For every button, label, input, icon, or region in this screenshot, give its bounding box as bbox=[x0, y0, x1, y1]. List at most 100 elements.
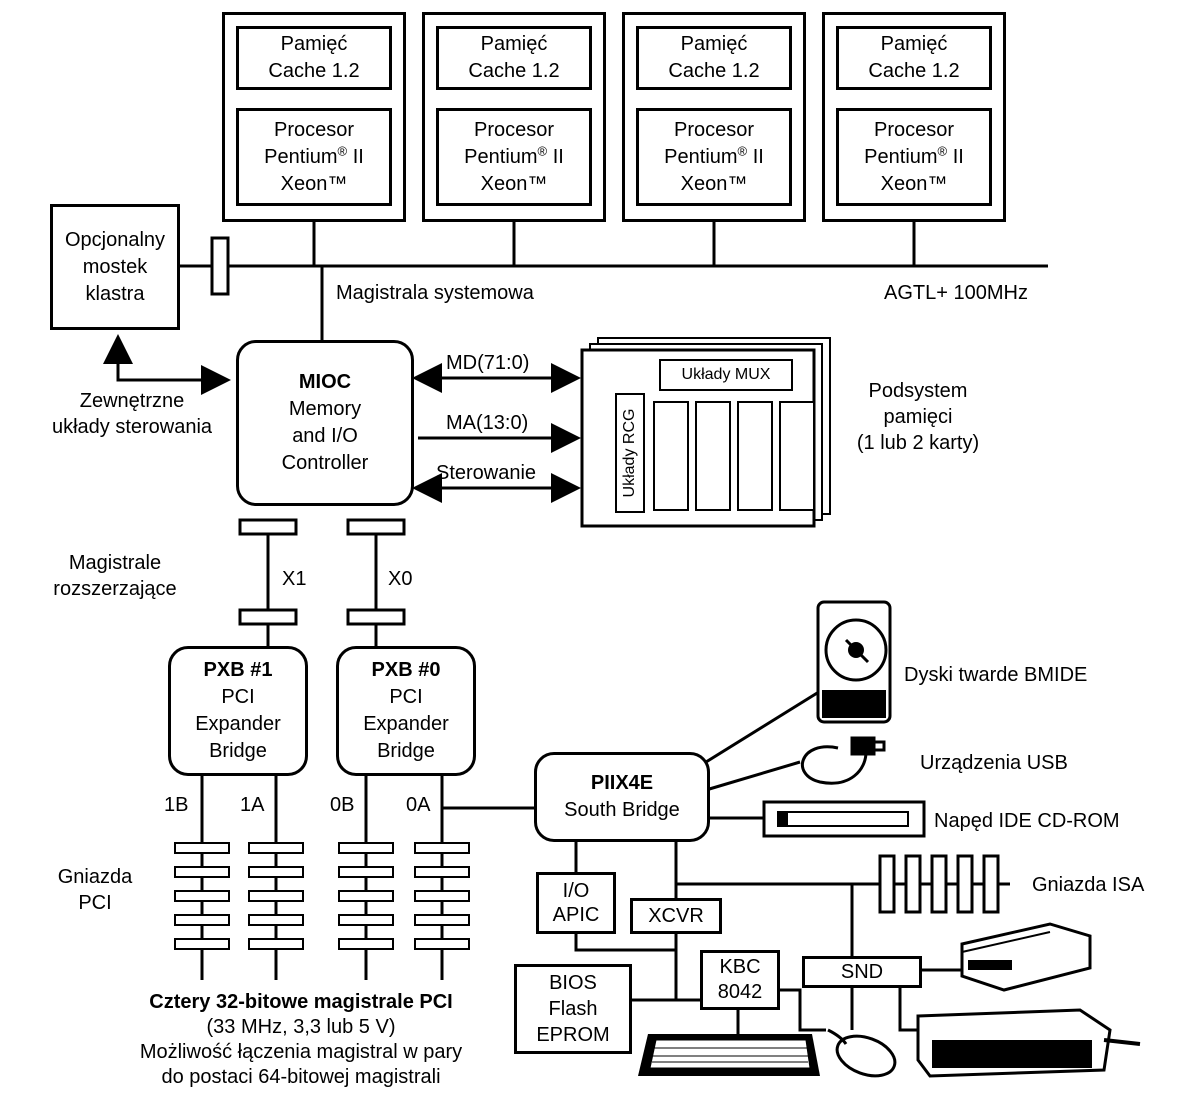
mouse-icon bbox=[827, 1028, 897, 1078]
cpu-label-line1: Procesor bbox=[473, 118, 555, 141]
pxb0-box: PXB #0 PCI Expander Bridge bbox=[336, 646, 476, 776]
pxb1-title: PXB #1 bbox=[203, 659, 273, 681]
system-bus-label: Magistrala systemowa bbox=[336, 282, 534, 304]
usb-cable-icon bbox=[801, 736, 886, 785]
pci-slot bbox=[248, 866, 304, 878]
isa-slots bbox=[878, 854, 1000, 914]
pxb1-line3: Bridge bbox=[209, 740, 267, 762]
cpu-box-2: Procesor Pentium® II Xeon™ bbox=[436, 108, 592, 206]
cluster-line3: klastra bbox=[85, 282, 145, 305]
cache-label-line2: Cache 1.2 bbox=[868, 60, 960, 82]
memory-label-line2: pamięci bbox=[883, 406, 953, 428]
external-line1: Zewnętrzne bbox=[79, 390, 185, 412]
pci-slot bbox=[174, 842, 230, 854]
cpu-label-line2: Pentium® II bbox=[264, 142, 364, 168]
cpu-label-line1: Procesor bbox=[673, 118, 755, 141]
cpu-label-line1: Procesor bbox=[273, 118, 355, 141]
pci-slot bbox=[248, 842, 304, 854]
memory-label-line1: Podsystem bbox=[868, 380, 968, 402]
cpu-box-1: Procesor Pentium® II Xeon™ bbox=[236, 108, 392, 206]
piix-title: PIIX4E bbox=[590, 772, 654, 794]
hdd-label: Dyski twarde BMIDE bbox=[904, 664, 1088, 686]
memory-label-line3: (1 lub 2 karty) bbox=[856, 432, 980, 454]
cdrom-label: Napęd IDE CD-ROM bbox=[934, 810, 1120, 832]
pxb0-line3: Bridge bbox=[377, 740, 435, 762]
memory-subsystem-label: Podsystem pamięci (1 lub 2 karty) bbox=[838, 378, 998, 456]
pci-slots-line1: Gniazda bbox=[57, 866, 133, 888]
io-apic-box: I/O APIC bbox=[536, 872, 616, 934]
cluster-line2: mostek bbox=[82, 255, 148, 278]
pci-slot bbox=[248, 938, 304, 950]
ma-link-label: MA(13:0) bbox=[446, 412, 529, 434]
pci-slot bbox=[338, 890, 394, 902]
cluster-bridge-box: Opcjonalny mostek klastra bbox=[50, 204, 180, 330]
cpu-label-line3: Xeon™ bbox=[680, 172, 748, 195]
x0-label: X0 bbox=[388, 568, 413, 590]
pxb0-title: PXB #0 bbox=[371, 659, 441, 681]
pci-bus-1a-label: 1A bbox=[240, 794, 265, 816]
piix-line1: South Bridge bbox=[564, 799, 680, 821]
snd-label: SND bbox=[840, 960, 884, 983]
md-link-label: MD(71:0) bbox=[446, 352, 530, 374]
pci-slots-label: Gniazda PCI bbox=[50, 864, 140, 916]
cache-box-3: Pamięć Cache 1.2 bbox=[636, 26, 792, 90]
cluster-connector bbox=[210, 236, 230, 296]
pxb0-line1: PCI bbox=[389, 686, 423, 708]
pci-slot bbox=[248, 914, 304, 926]
pci-slot bbox=[338, 842, 394, 854]
pci-slot bbox=[248, 890, 304, 902]
pci-slot bbox=[414, 842, 470, 854]
pci-slot bbox=[174, 938, 230, 950]
x1-connector-bottom bbox=[238, 608, 298, 626]
ioapic-line2: APIC bbox=[552, 904, 600, 926]
caption-line4: do postaci 64-bitowej magistrali bbox=[161, 1066, 441, 1088]
cache-box-4: Pamięć Cache 1.2 bbox=[836, 26, 992, 90]
bios-line2: Flash bbox=[548, 998, 598, 1020]
hard-disk-icon bbox=[816, 600, 892, 724]
cache-box-1: Pamięć Cache 1.2 bbox=[236, 26, 392, 90]
pci-slot bbox=[174, 866, 230, 878]
kbc-box: KBC 8042 bbox=[700, 950, 780, 1010]
cpu-box-4: Procesor Pentium® II Xeon™ bbox=[836, 108, 992, 206]
pci-slot bbox=[414, 938, 470, 950]
cache-label-line1: Pamięć bbox=[480, 33, 548, 55]
kbc-line1: KBC bbox=[719, 956, 761, 978]
pci-slot bbox=[414, 866, 470, 878]
expansion-buses-label: Magistrale rozszerzające bbox=[30, 550, 200, 602]
mioc-line3: Controller bbox=[281, 452, 369, 474]
pci-slot bbox=[414, 914, 470, 926]
pci-slot bbox=[338, 938, 394, 950]
ioapic-line1: I/O bbox=[562, 880, 590, 902]
cpu-label-line2: Pentium® II bbox=[464, 142, 564, 168]
snd-box: SND bbox=[802, 956, 922, 988]
agtl-label: AGTL+ 100MHz bbox=[884, 282, 1028, 304]
pci-slot bbox=[174, 890, 230, 902]
pci-bus-0a-label: 0A bbox=[406, 794, 431, 816]
pci-caption: Cztery 32-bitowe magistrale PCI (33 MHz,… bbox=[96, 990, 506, 1090]
memory-card-stack bbox=[580, 337, 831, 528]
external-line2: układy sterowania bbox=[51, 416, 213, 438]
x0-connector-top bbox=[346, 518, 406, 536]
pci-slot-stack-0b bbox=[338, 842, 394, 962]
control-link-label: Sterowanie bbox=[436, 462, 537, 484]
pci-slot bbox=[174, 914, 230, 926]
cache-label-line1: Pamięć bbox=[880, 33, 948, 55]
mux-label: Układy MUX bbox=[681, 366, 771, 383]
cpu-box-3: Procesor Pentium® II Xeon™ bbox=[636, 108, 792, 206]
pci-slot-stack-1a bbox=[248, 842, 304, 962]
external-control-label: Zewnętrzne układy sterowania bbox=[30, 388, 234, 440]
pci-slot-stack-0a bbox=[414, 842, 470, 962]
cpu-label-line1: Procesor bbox=[873, 118, 955, 141]
expansion-line1: Magistrale bbox=[68, 552, 162, 574]
x0-connector-bottom bbox=[346, 608, 406, 626]
joystick-device-icon bbox=[916, 1008, 1141, 1078]
piix4e-box: PIIX4E South Bridge bbox=[534, 752, 710, 842]
usb-label: Urządzenia USB bbox=[920, 752, 1068, 774]
keyboard-icon bbox=[638, 1034, 820, 1076]
caption-line1: Cztery 32-bitowe magistrale PCI bbox=[149, 991, 453, 1013]
cache-label-line1: Pamięć bbox=[280, 33, 348, 55]
pci-slots-line2: PCI bbox=[78, 892, 112, 914]
cache-label-line2: Cache 1.2 bbox=[268, 60, 360, 82]
pci-bus-1b-label: 1B bbox=[164, 794, 189, 816]
cpu-label-line2: Pentium® II bbox=[864, 142, 964, 168]
